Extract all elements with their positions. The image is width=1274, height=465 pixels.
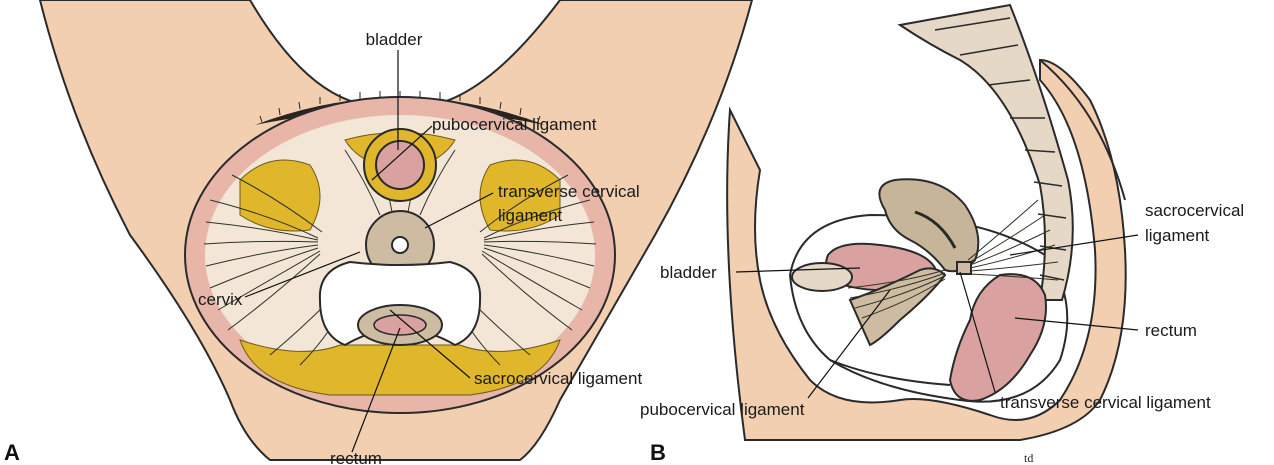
fat-left (240, 160, 320, 231)
panel-a-letter: A (4, 440, 20, 465)
artist-signature: td (1024, 451, 1033, 465)
panel-a: bladder pubocervical ligament transverse… (4, 0, 752, 465)
label-a-cervix: cervix (198, 290, 243, 309)
bladder-core (376, 141, 424, 189)
label-b-transverse: transverse cervical ligament (1000, 393, 1211, 412)
cervix-b (957, 262, 971, 274)
label-a-transverse-1: transverse cervical (498, 182, 640, 201)
pubic-bone (792, 263, 852, 291)
label-b-sacrocervical-1: sacrocervical (1145, 201, 1244, 220)
label-a-transverse-2: ligament (498, 206, 563, 225)
label-b-pubocervical: pubocervical ligament (640, 400, 805, 419)
label-b-sacrocervical-2: ligament (1145, 226, 1210, 245)
label-b-rectum: rectum (1145, 321, 1197, 340)
panel-b-letter: B (650, 440, 666, 465)
label-a-rectum: rectum (330, 449, 382, 465)
label-a-bladder: bladder (366, 30, 423, 49)
cervix-os (392, 237, 408, 253)
label-b-bladder: bladder (660, 263, 717, 282)
panel-b: sacrocervical ligament bladder rectum pu… (640, 5, 1244, 465)
label-a-sacrocervical: sacrocervical ligament (474, 369, 642, 388)
label-a-pubocervical: pubocervical ligament (432, 115, 597, 134)
